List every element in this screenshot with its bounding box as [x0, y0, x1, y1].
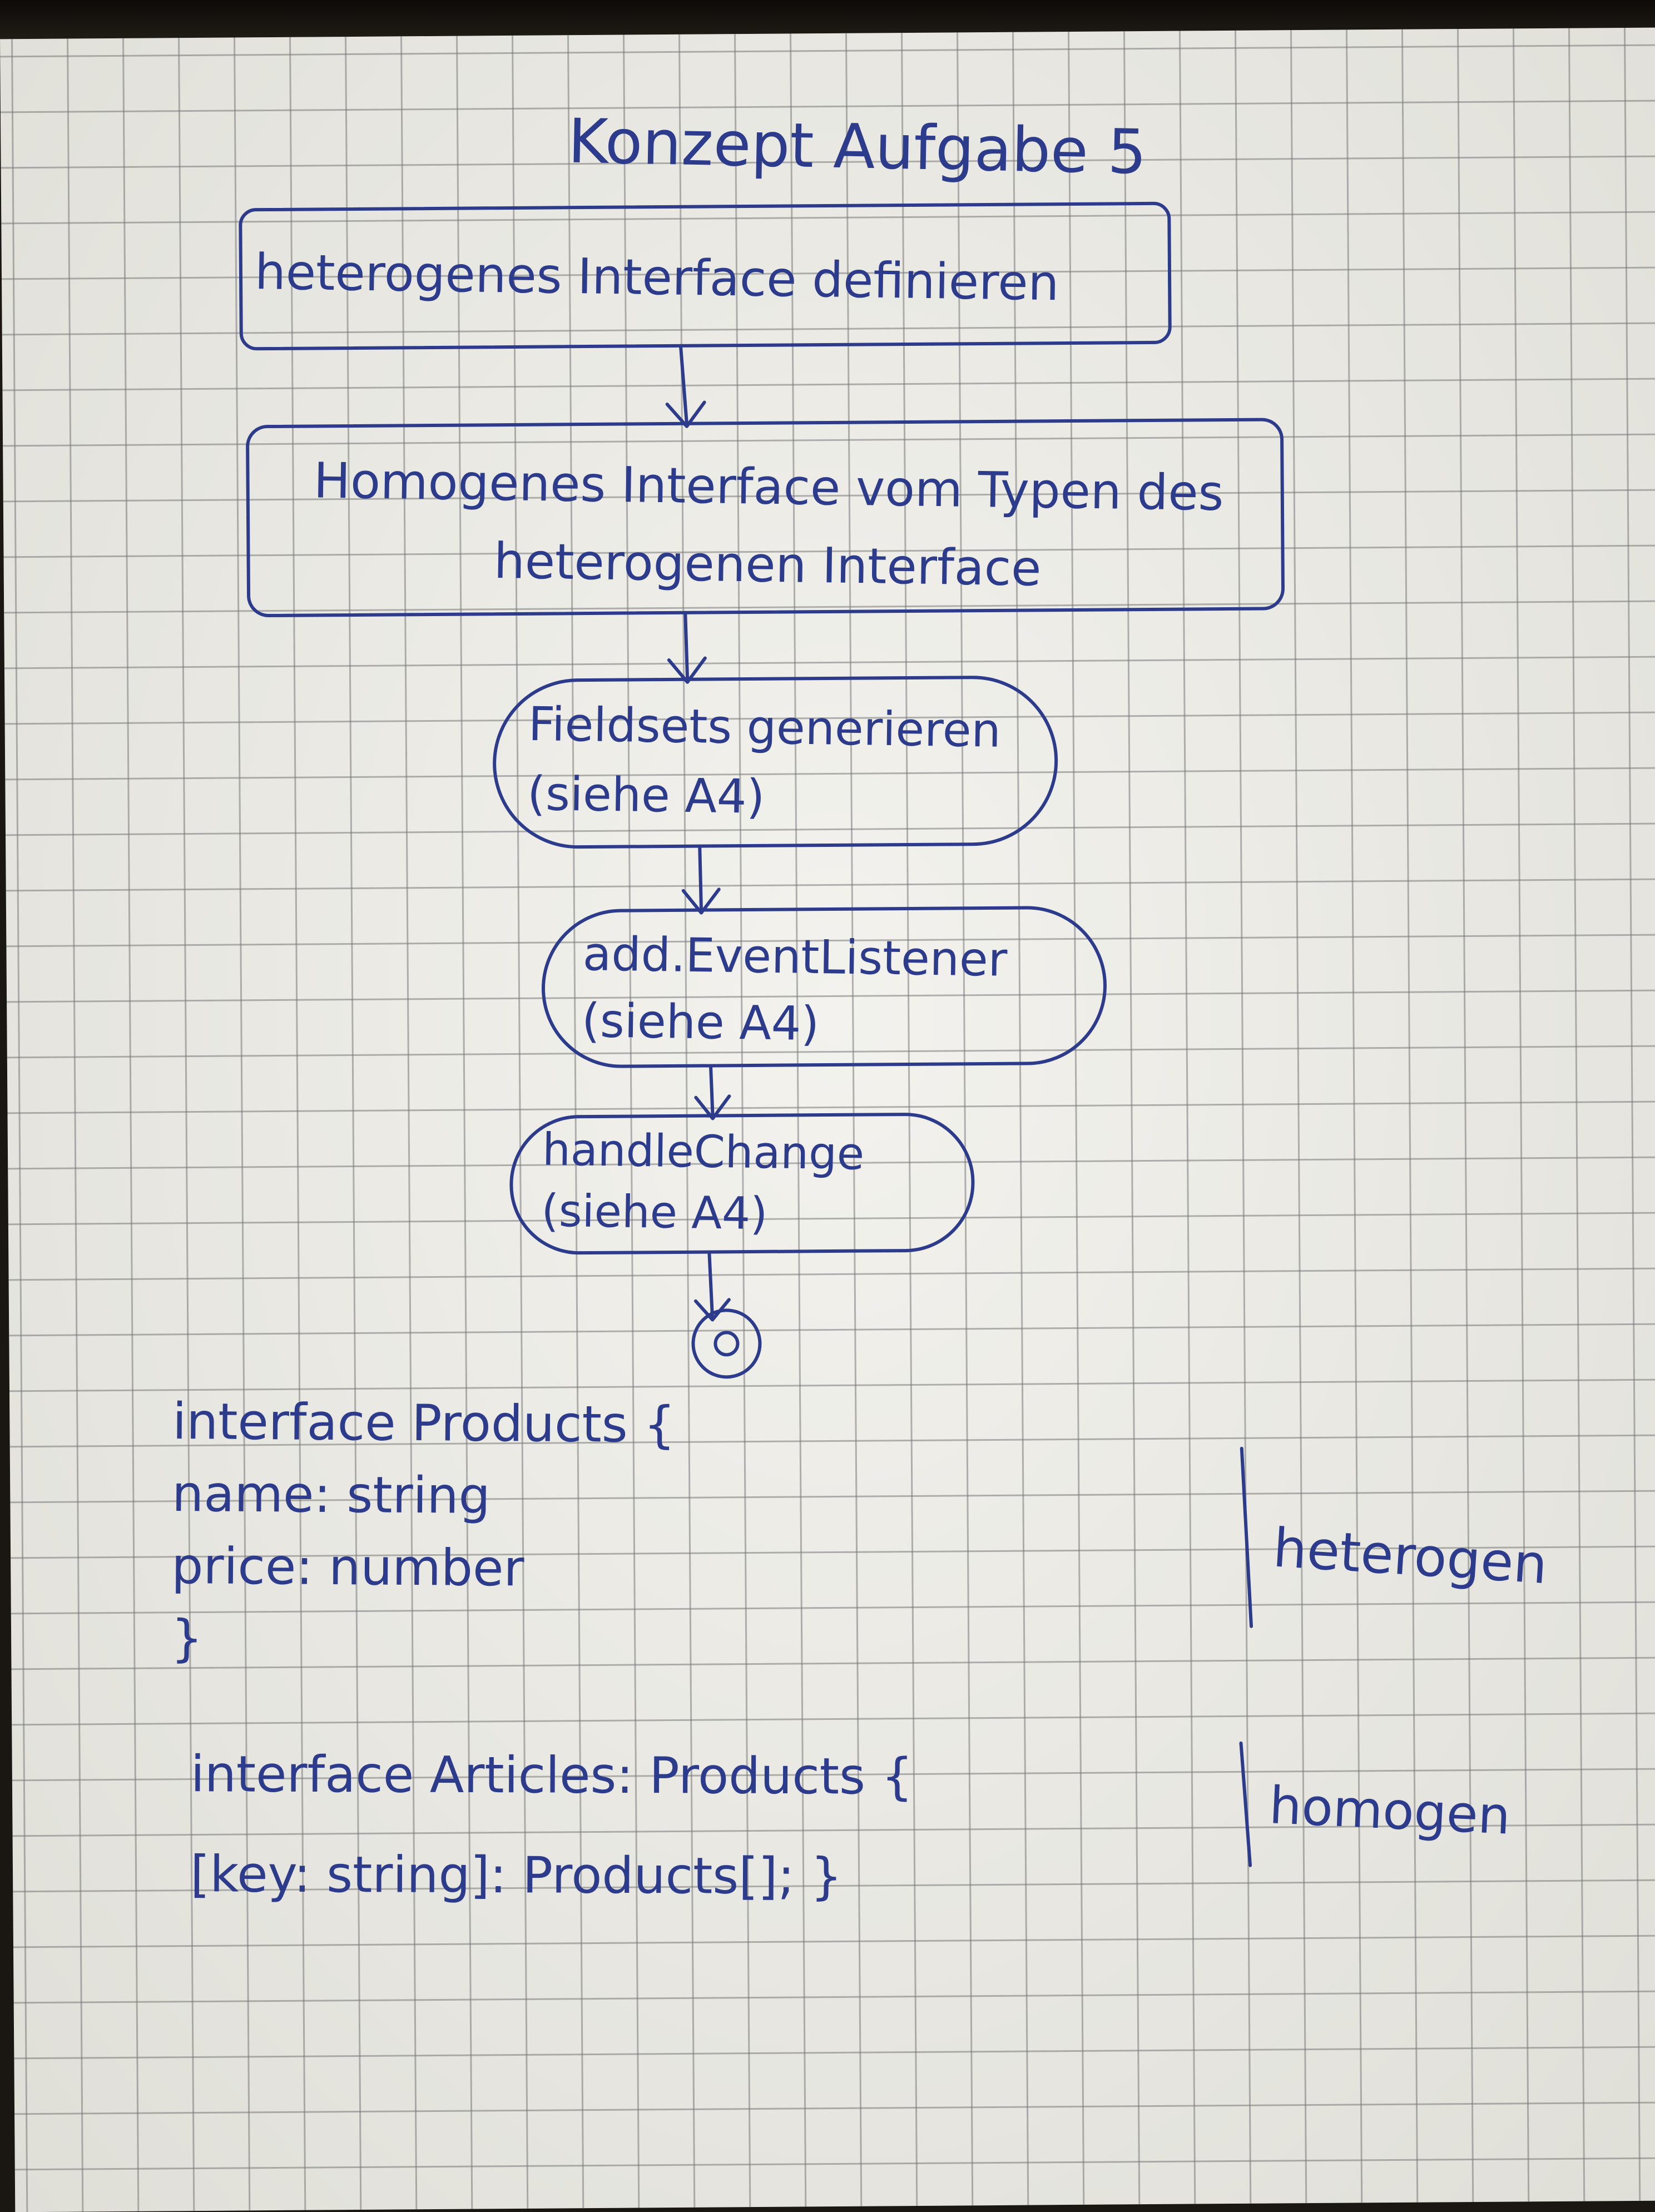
node-4-text: add.EventListener (siehe A4): [581, 920, 1008, 1060]
homogen-label: homogen: [1268, 1775, 1512, 1846]
products-code-block: interface Products { name: string price:…: [171, 1386, 676, 1678]
articles-code-block: interface Articles: Products { [key: str…: [190, 1724, 913, 1927]
arrowhead-1: [665, 400, 706, 428]
heterogen-bar: [1240, 1446, 1253, 1628]
node-2-text: Homogenes Interface vom Typen des hetero…: [264, 441, 1272, 611]
products-code-line-1: interface Products {: [172, 1392, 676, 1455]
graph-paper: Konzept Aufgabe 5 heterogenes Interface …: [0, 27, 1655, 2212]
products-code-line-4: }: [171, 1609, 204, 1668]
arrow-1: [678, 344, 688, 425]
node-1-text: heterogenes Interface definieren: [254, 243, 1060, 312]
arrow-5: [707, 1250, 715, 1321]
node-box-2: [246, 418, 1285, 618]
end-node-outer: [691, 1308, 762, 1379]
node-oval-4: [541, 906, 1107, 1068]
end-node-inner: [713, 1331, 740, 1357]
products-code-line-2: name: string: [171, 1464, 491, 1525]
node-2-line-1: Homogenes Interface vom Typen des: [313, 452, 1225, 522]
node-3-line-2: (siehe A4): [527, 766, 765, 824]
node-4-line-2: (siehe A4): [581, 993, 820, 1052]
arrow-2: [683, 611, 690, 681]
arrow-3: [698, 844, 703, 912]
node-2-line-2: heterogenen Interface: [493, 532, 1042, 597]
arrow-4: [708, 1064, 715, 1118]
flowchart-shapes: [239, 201, 1285, 1867]
node-5-text: handleChange (siehe A4): [541, 1119, 865, 1246]
node-oval-5: [509, 1113, 975, 1255]
node-oval-3: [493, 676, 1058, 849]
products-code-line-3: price: number: [171, 1536, 524, 1598]
node-4-line-1: add.EventListener: [582, 926, 1008, 987]
arrowhead-3: [681, 887, 721, 915]
node-5-line-1: handleChange: [542, 1123, 865, 1180]
arrowhead-4: [694, 1094, 731, 1120]
articles-code-line-2: [key: string]: Products[]; }: [190, 1845, 843, 1906]
node-3-text: Fieldsets generieren (siehe A4): [527, 690, 1002, 835]
homogen-bar: [1239, 1741, 1252, 1867]
node-5-line-2: (siehe A4): [541, 1184, 768, 1240]
node-3-line-1: Fieldsets generieren: [528, 696, 1002, 758]
node-box-1: [239, 201, 1172, 351]
articles-code-line-1: interface Articles: Products {: [190, 1745, 914, 1806]
page-title: Konzept Aufgabe 5: [567, 105, 1147, 188]
arrowhead-5: [693, 1298, 731, 1322]
arrowhead-2: [667, 656, 707, 684]
